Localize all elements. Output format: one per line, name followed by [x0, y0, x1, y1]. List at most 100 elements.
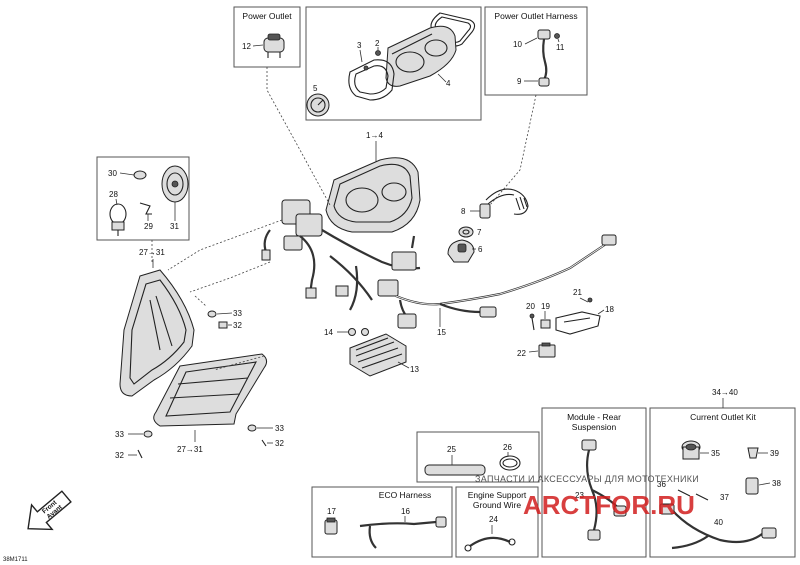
callout-25: 25	[447, 445, 456, 454]
callout-39: 39	[770, 449, 779, 458]
callout-26: 26	[503, 443, 512, 452]
grommet-33-right-upper	[207, 310, 217, 318]
module-harness-icon	[581, 439, 627, 541]
grommet-33-left-lower	[143, 430, 153, 438]
nut-ring-icon	[458, 226, 474, 238]
callout-36: 36	[657, 480, 666, 489]
relay-bracket	[555, 297, 601, 335]
callout-29: 29	[144, 222, 153, 231]
screw-32-right-upper	[218, 321, 228, 329]
watermark-text: ЗАПЧАСТИ И АКСЕССУАРЫ ДЛЯ МОТОТЕХНИКИ	[475, 474, 699, 484]
gauge-housing-icon	[385, 25, 457, 87]
tie-clamp-icon	[499, 455, 521, 471]
callout-7: 7	[477, 228, 482, 237]
callout-38: 38	[772, 479, 781, 488]
power-outlet-harness-box: Power Outlet Harness 10 11 9	[484, 6, 588, 96]
outlet-socket-35-icon	[681, 440, 701, 460]
gauge-cluster-box: 3 2 4 5	[305, 6, 482, 121]
cap-39-icon	[747, 447, 759, 459]
dust-cap-icon	[161, 165, 189, 203]
screw-icon	[375, 50, 381, 56]
callout-37: 37	[720, 493, 729, 502]
callout-30: 30	[108, 169, 117, 178]
protective-tube-icon	[424, 464, 486, 476]
callout-23: 23	[575, 491, 584, 500]
eco-harness-16-icon	[359, 516, 447, 549]
watermark-brand: ARCTFOR.RU	[523, 490, 695, 520]
gauge-dial-icon	[306, 93, 330, 117]
fuse-holder-38-icon	[745, 477, 759, 495]
eco-harness-box: ECO Harness 17 16	[311, 486, 453, 558]
callout-14: 14	[324, 328, 333, 337]
harness-connector-icon	[537, 29, 560, 87]
callout-32-right: 32	[275, 439, 284, 448]
callout-20: 20	[526, 302, 535, 311]
bulb-clip-icon	[139, 202, 152, 215]
engine-support-title-2: Ground Wire	[473, 500, 521, 510]
headlight-bulb-icon	[109, 203, 127, 236]
callout-22: 22	[517, 349, 526, 358]
upper-headlight-assembly	[119, 269, 195, 397]
callout-6: 6	[478, 245, 483, 254]
callout-19: 19	[541, 302, 550, 311]
callout-16: 16	[401, 507, 410, 516]
callout-27-to-31-bottom: 27→31	[177, 445, 203, 454]
main-wiring-harness	[261, 199, 617, 329]
screw-32-left-lower	[137, 449, 143, 459]
callout-32-left: 32	[115, 451, 124, 460]
instrument-cluster-assembly	[325, 157, 421, 233]
figure-code: 38M1711	[3, 557, 28, 563]
callout-24: 24	[489, 515, 498, 524]
callout-35: 35	[711, 449, 720, 458]
tube-and-clamp-box: 25 26	[416, 431, 540, 483]
ground-wire-24-icon	[464, 536, 516, 552]
callout-21: 21	[573, 288, 582, 297]
terminal-36-37-icon	[677, 489, 709, 501]
voltage-regulator	[349, 333, 407, 377]
engine-support-ground-wire-box: Engine Support Ground Wire 24	[455, 486, 539, 558]
callout-33-left: 33	[115, 430, 124, 439]
headlight-lens-assembly	[153, 353, 268, 427]
callout-31: 31	[170, 222, 179, 231]
callout-34-to-40: 34→40	[712, 388, 738, 397]
screw-32-right-lower	[261, 439, 267, 447]
callout-3: 3	[357, 41, 362, 50]
callout-33-right: 33	[275, 424, 284, 433]
callout-13: 13	[410, 365, 419, 374]
power-outlet-part-icon	[263, 33, 285, 58]
module-rear-suspension-box: Module - Rear Suspension 23	[541, 407, 647, 558]
callout-12: 12	[242, 42, 251, 51]
callout-17: 17	[327, 507, 336, 516]
callout-10: 10	[513, 40, 522, 49]
grommet-33-right-lower	[247, 424, 257, 432]
callout-5: 5	[313, 84, 318, 93]
eco-harness-title: ECO Harness	[379, 490, 431, 500]
module-rear-title-1: Module - Rear	[567, 412, 621, 422]
headlight-parts-box: 30 28 29 31	[96, 156, 190, 241]
outlet-harness-40-icon	[659, 503, 777, 550]
callout-33-upper: 33	[233, 309, 242, 318]
power-outlet-title: Power Outlet	[242, 11, 292, 21]
power-outlet-harness-title: Power Outlet Harness	[494, 11, 577, 21]
callout-4: 4	[446, 79, 451, 88]
gauge-bezel-icon	[348, 59, 395, 101]
callout-1-to-4: 1→4	[366, 131, 383, 140]
callout-40: 40	[714, 518, 723, 527]
relay-19-icon	[540, 319, 551, 329]
dess-harness-coil	[479, 188, 529, 219]
relay-22-icon	[538, 342, 556, 358]
callout-18: 18	[605, 305, 614, 314]
front-direction-arrow: Front Avant	[27, 490, 72, 531]
callout-2: 2	[375, 39, 380, 48]
eco-switch-17-icon	[324, 517, 338, 535]
module-rear-title-2: Suspension	[572, 422, 617, 432]
callout-11: 11	[556, 43, 565, 52]
current-outlet-kit-title: Current Outlet Kit	[690, 412, 756, 422]
current-outlet-kit-box: Current Outlet Kit 35 39 38 36 37 40	[649, 407, 796, 558]
callout-32-upper: 32	[233, 321, 242, 330]
screw-20-icon	[529, 313, 535, 331]
callout-8: 8	[461, 207, 466, 216]
callout-15: 15	[437, 328, 446, 337]
